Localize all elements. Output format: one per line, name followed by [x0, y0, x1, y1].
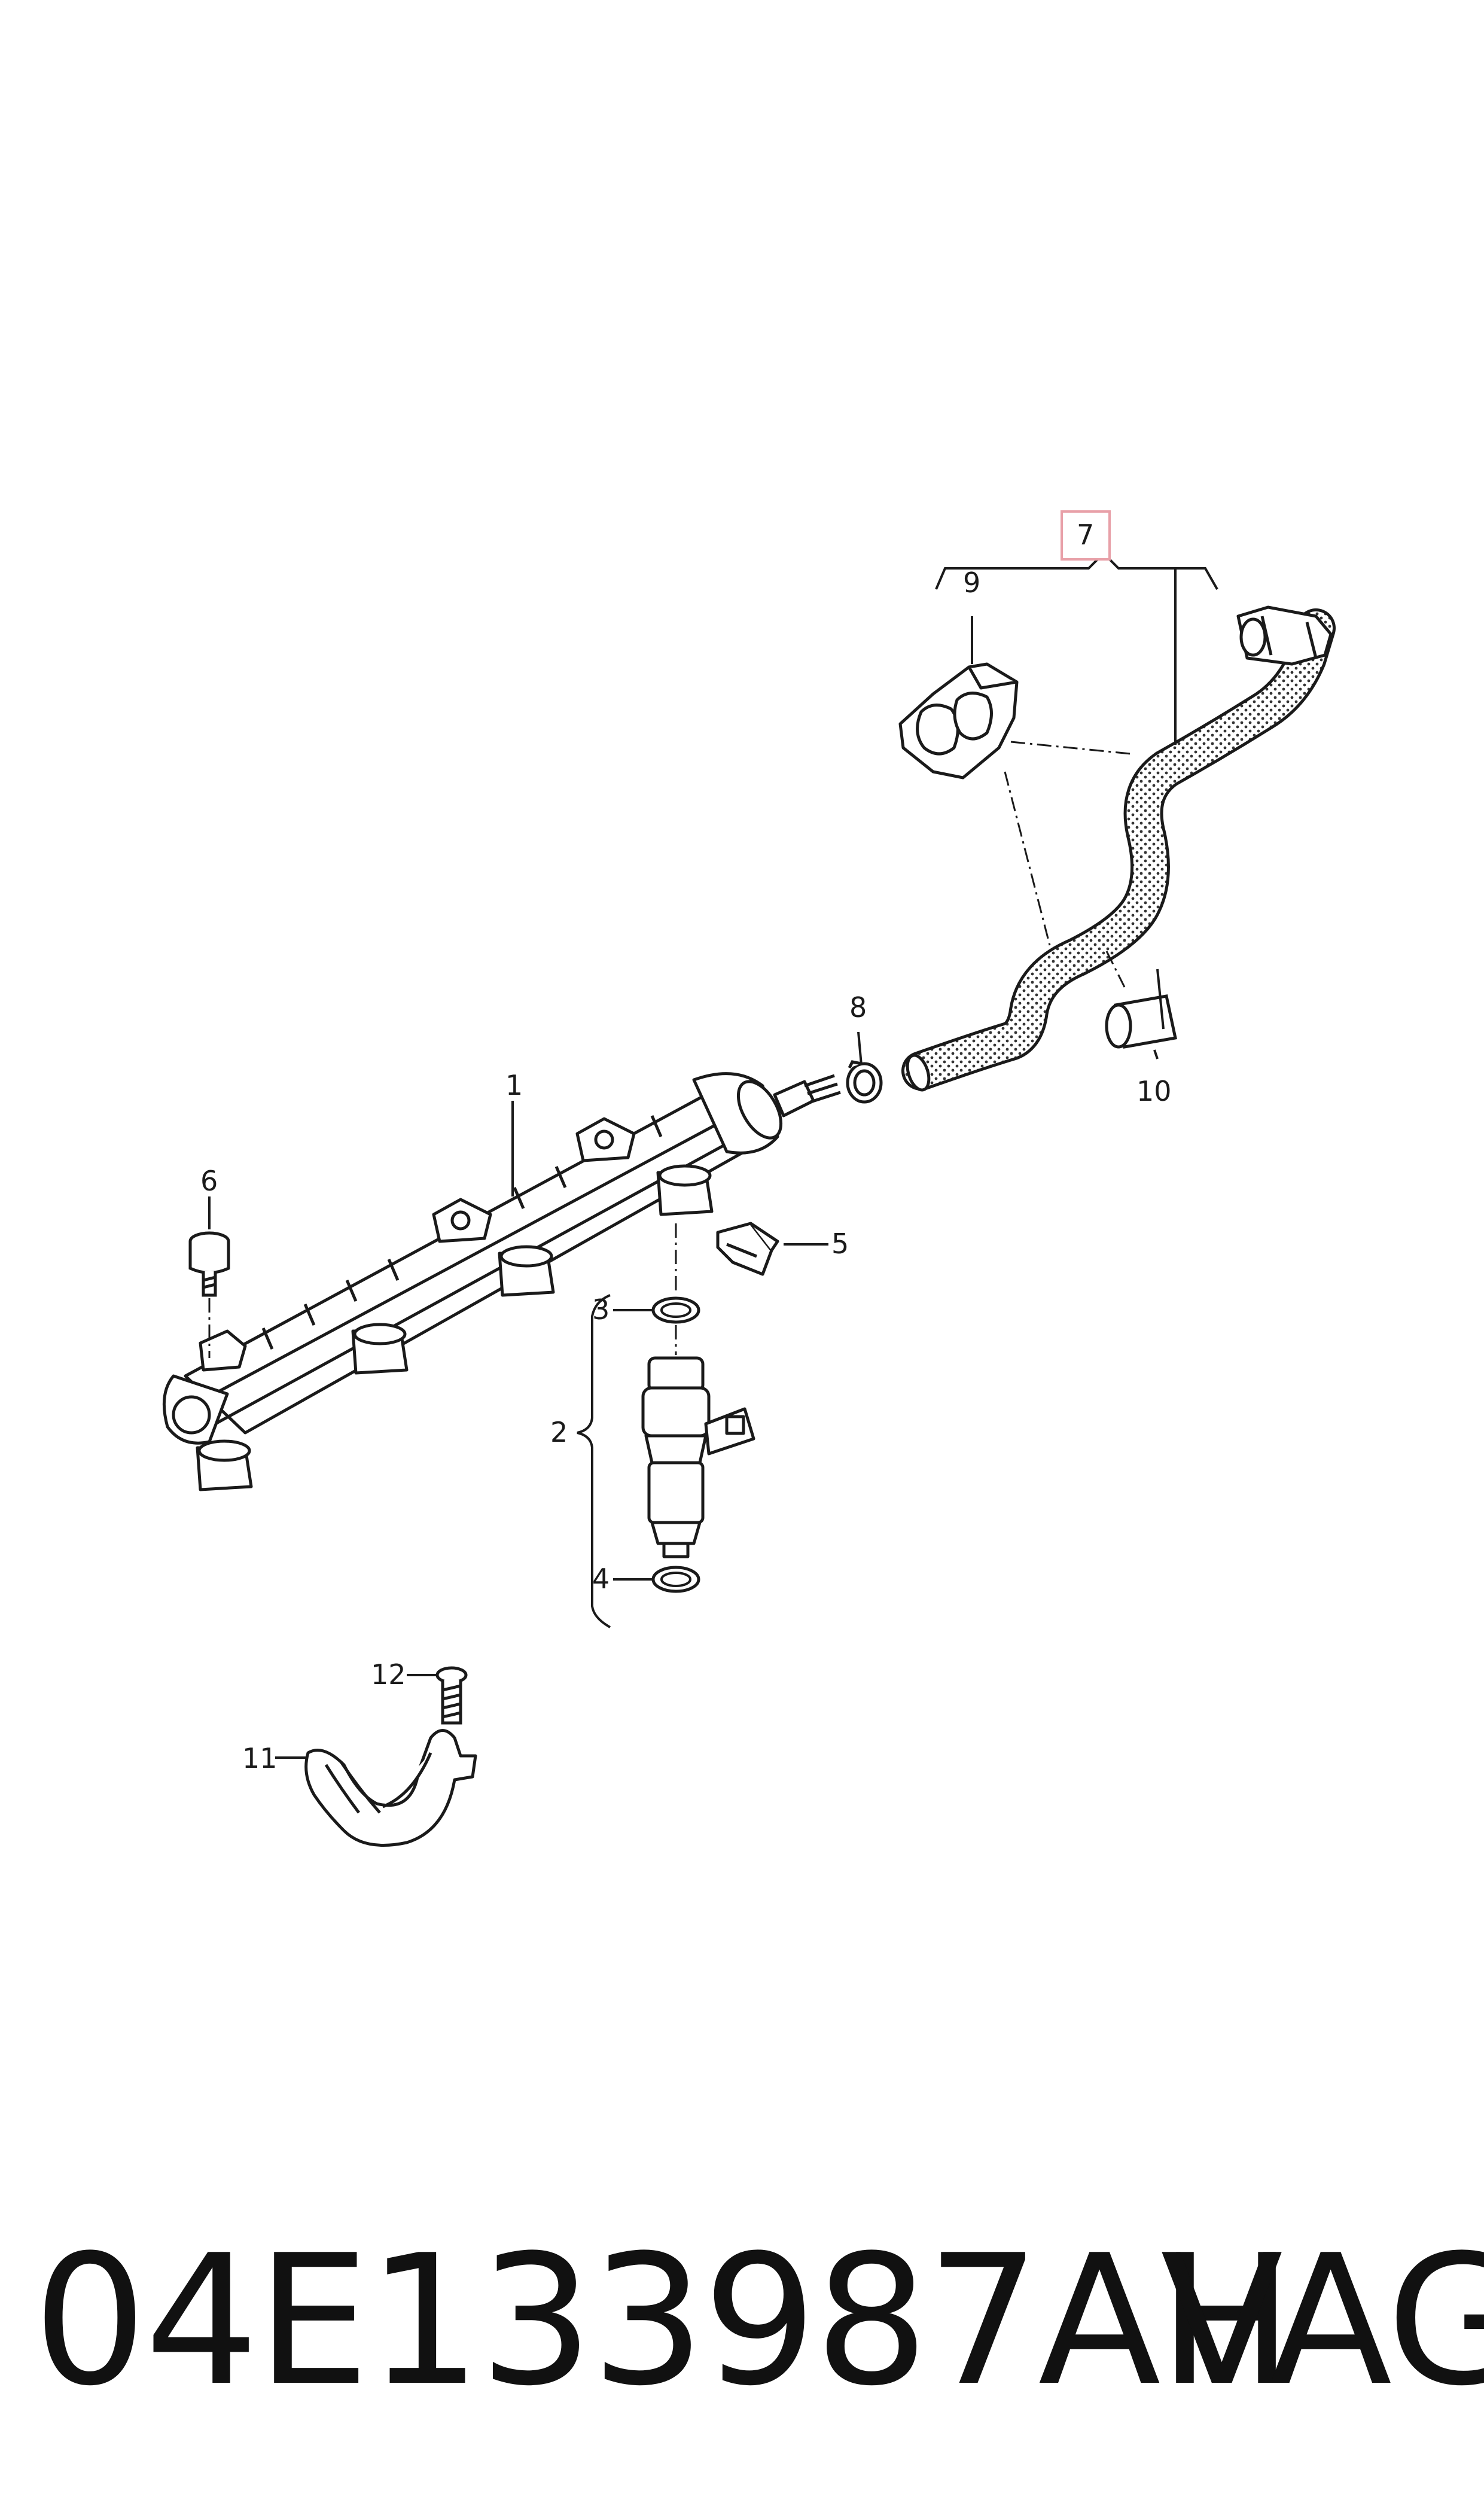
retaining-clip [716, 1222, 779, 1276]
hose-holder [898, 662, 1019, 780]
quick-connector [1236, 605, 1333, 666]
o-ring-lower-inner [660, 1572, 691, 1587]
brand-label: VAG [1160, 2216, 1484, 2425]
callout-5: 5 [831, 1228, 849, 1260]
fuel-injector [641, 1356, 755, 1558]
assembly-line-holder-down [1004, 771, 1051, 946]
callout-11: 11 [242, 1742, 278, 1774]
grommet [1105, 994, 1177, 1049]
o-ring-lower [651, 1566, 700, 1593]
callout-12: 12 [371, 1658, 406, 1691]
hose-end [906, 1054, 931, 1092]
callout-3: 3 [592, 1293, 610, 1326]
bracket-injector-group [577, 1294, 611, 1628]
o-ring-upper [651, 1296, 700, 1324]
callout-1: 1 [505, 1069, 523, 1101]
bolt [188, 1231, 230, 1297]
fuel-rail [162, 1072, 841, 1491]
callout-7-highlight [1061, 510, 1111, 561]
callout-6: 6 [200, 1165, 218, 1197]
shield-screw [435, 1666, 468, 1725]
hose-clamp [846, 1060, 883, 1104]
callout-7: 7 [1077, 519, 1094, 551]
heat-shield [304, 1729, 477, 1847]
callout-10: 10 [1136, 1075, 1172, 1107]
callout-8: 8 [849, 991, 867, 1024]
assembly-line-grommet [1105, 951, 1126, 988]
fuel-hose-fill [904, 611, 1333, 1088]
callout-9: 9 [963, 567, 980, 599]
callout-2: 2 [550, 1416, 568, 1448]
part-number-label: 04E133987AH [33, 2216, 1293, 2425]
o-ring-upper-inner [660, 1302, 691, 1318]
assembly-line-holder-hose [1010, 741, 1131, 755]
callout-4: 4 [592, 1563, 610, 1595]
